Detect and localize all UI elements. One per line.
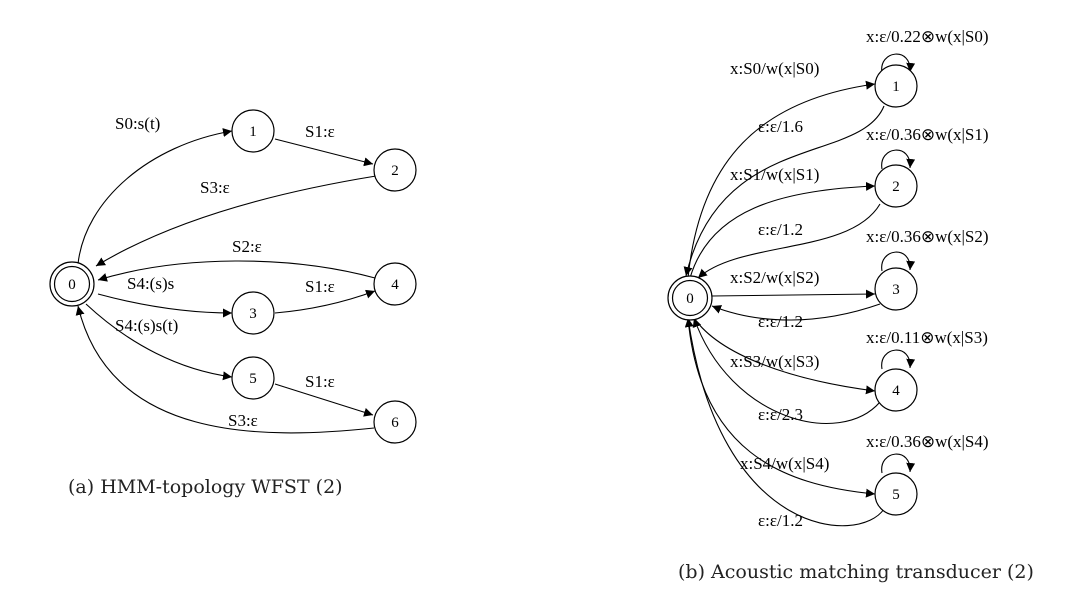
- svg-text:5: 5: [249, 371, 257, 387]
- edge-label-b-0-5: x:S4/w(x|S4): [740, 454, 829, 473]
- edge-a-1-2: [274, 138, 374, 167]
- edge-b-0-1: [687, 80, 876, 279]
- edge-label-a-5-6: S1:ε: [305, 372, 335, 391]
- state-b-0: 0: [667, 275, 713, 321]
- edge-label-b-5-0: ε:ε/1.2: [758, 511, 803, 530]
- edge-label-b-0-1: x:S0/w(x|S0): [730, 59, 819, 78]
- edge-label-a-4-0: S2:ε: [232, 237, 262, 256]
- svg-text:0: 0: [686, 291, 694, 307]
- svg-text:0: 0: [68, 277, 76, 293]
- loop-label-b-4: x:ε/0.11⊗w(x|S3): [866, 328, 988, 347]
- edge-label-a-1-2: S1:ε: [305, 122, 335, 141]
- edge-label-a-0-3: S4:(s)s: [127, 274, 174, 293]
- edge-b-0-5: [687, 317, 876, 498]
- edge-label-a-0-5: S4:(s)s(t): [115, 316, 178, 335]
- svg-text:2: 2: [391, 163, 399, 179]
- svg-text:4: 4: [391, 277, 399, 293]
- edge-label-b-0-2: x:S1/w(x|S1): [730, 165, 819, 184]
- state-a-1: 1: [231, 109, 275, 153]
- edge-label-a-2-0: S3:ε: [200, 178, 230, 197]
- edge-a-0-1: [77, 128, 233, 265]
- state-a-2: 2: [373, 148, 417, 192]
- loop-b-4: [881, 349, 916, 370]
- edge-label-b-1-0: ε:ε/1.6: [758, 117, 803, 136]
- edge-a-0-5: [85, 303, 233, 381]
- state-b-4: 4: [874, 368, 918, 412]
- edge-label-a-3-4: S1:ε: [305, 277, 335, 296]
- panel-b: x:ε/0.22⊗w(x|S0) x:S0/w(x|S0) ε:ε/1.6 x:…: [667, 27, 1034, 583]
- svg-text:5: 5: [892, 487, 900, 503]
- state-a-0: 0: [49, 261, 95, 307]
- state-a-5: 5: [231, 356, 275, 400]
- edge-b-4-0: [692, 317, 881, 424]
- edge-label-a-6-0: S3:ε: [228, 411, 258, 430]
- loop-b-1: [881, 53, 916, 74]
- edge-a-4-0: [97, 260, 376, 282]
- edge-label-b-2-0: ε:ε/1.2: [758, 220, 803, 239]
- svg-text:3: 3: [892, 282, 900, 298]
- state-a-3: 3: [231, 291, 275, 335]
- svg-text:4: 4: [892, 383, 900, 399]
- edge-b-1-0: [683, 105, 885, 277]
- edge-label-b-0-4: x:S3/w(x|S3): [730, 352, 819, 371]
- loop-label-b-1: x:ε/0.22⊗w(x|S0): [866, 27, 989, 46]
- svg-text:1: 1: [892, 79, 900, 95]
- loop-label-b-2: x:ε/0.36⊗w(x|S1): [866, 125, 989, 144]
- svg-text:2: 2: [892, 179, 900, 195]
- state-a-4: 4: [373, 262, 417, 306]
- edge-label-b-3-0: ε:ε/1.2: [758, 312, 803, 331]
- edge-label-b-4-0: ε:ε/2.3: [758, 405, 803, 424]
- state-b-2: 2: [874, 164, 918, 208]
- loop-label-b-5: x:ε/0.36⊗w(x|S4): [866, 432, 989, 451]
- state-b-5: 5: [874, 472, 918, 516]
- edge-b-2-0: [697, 203, 881, 279]
- edge-b-0-3: [711, 289, 876, 299]
- state-b-3: 3: [874, 267, 918, 311]
- edge-b-0-2: [689, 181, 876, 279]
- state-b-1: 1: [874, 64, 918, 108]
- panel-a: S0:s(t) S1:ε S3:ε S2:ε S4:(s)s S1:ε S4:(…: [49, 109, 417, 498]
- edge-a-6-0: [75, 305, 375, 434]
- loop-b-3: [881, 251, 916, 272]
- loop-b-5: [881, 453, 916, 474]
- loop-label-b-3: x:ε/0.36⊗w(x|S2): [866, 227, 989, 246]
- edge-a-2-0: [95, 175, 377, 267]
- loop-b-2: [881, 149, 916, 170]
- svg-text:1: 1: [249, 124, 257, 140]
- edge-b-3-0: [711, 303, 881, 321]
- svg-text:6: 6: [391, 415, 399, 431]
- edge-a-3-4: [274, 289, 376, 314]
- edge-b-0-4: [693, 317, 876, 395]
- edge-b-5-0: [684, 317, 885, 527]
- edge-a-0-3: [97, 293, 233, 318]
- edge-a-5-6: [274, 383, 374, 417]
- svg-text:3: 3: [249, 306, 257, 322]
- edge-label-a-0-1: S0:s(t): [115, 114, 160, 133]
- edge-label-b-0-3: x:S2/w(x|S2): [730, 268, 819, 287]
- state-a-6: 6: [373, 400, 417, 444]
- caption-a: (a) HMM-topology WFST (2): [68, 476, 343, 498]
- caption-b: (b) Acoustic matching transducer (2): [678, 561, 1034, 583]
